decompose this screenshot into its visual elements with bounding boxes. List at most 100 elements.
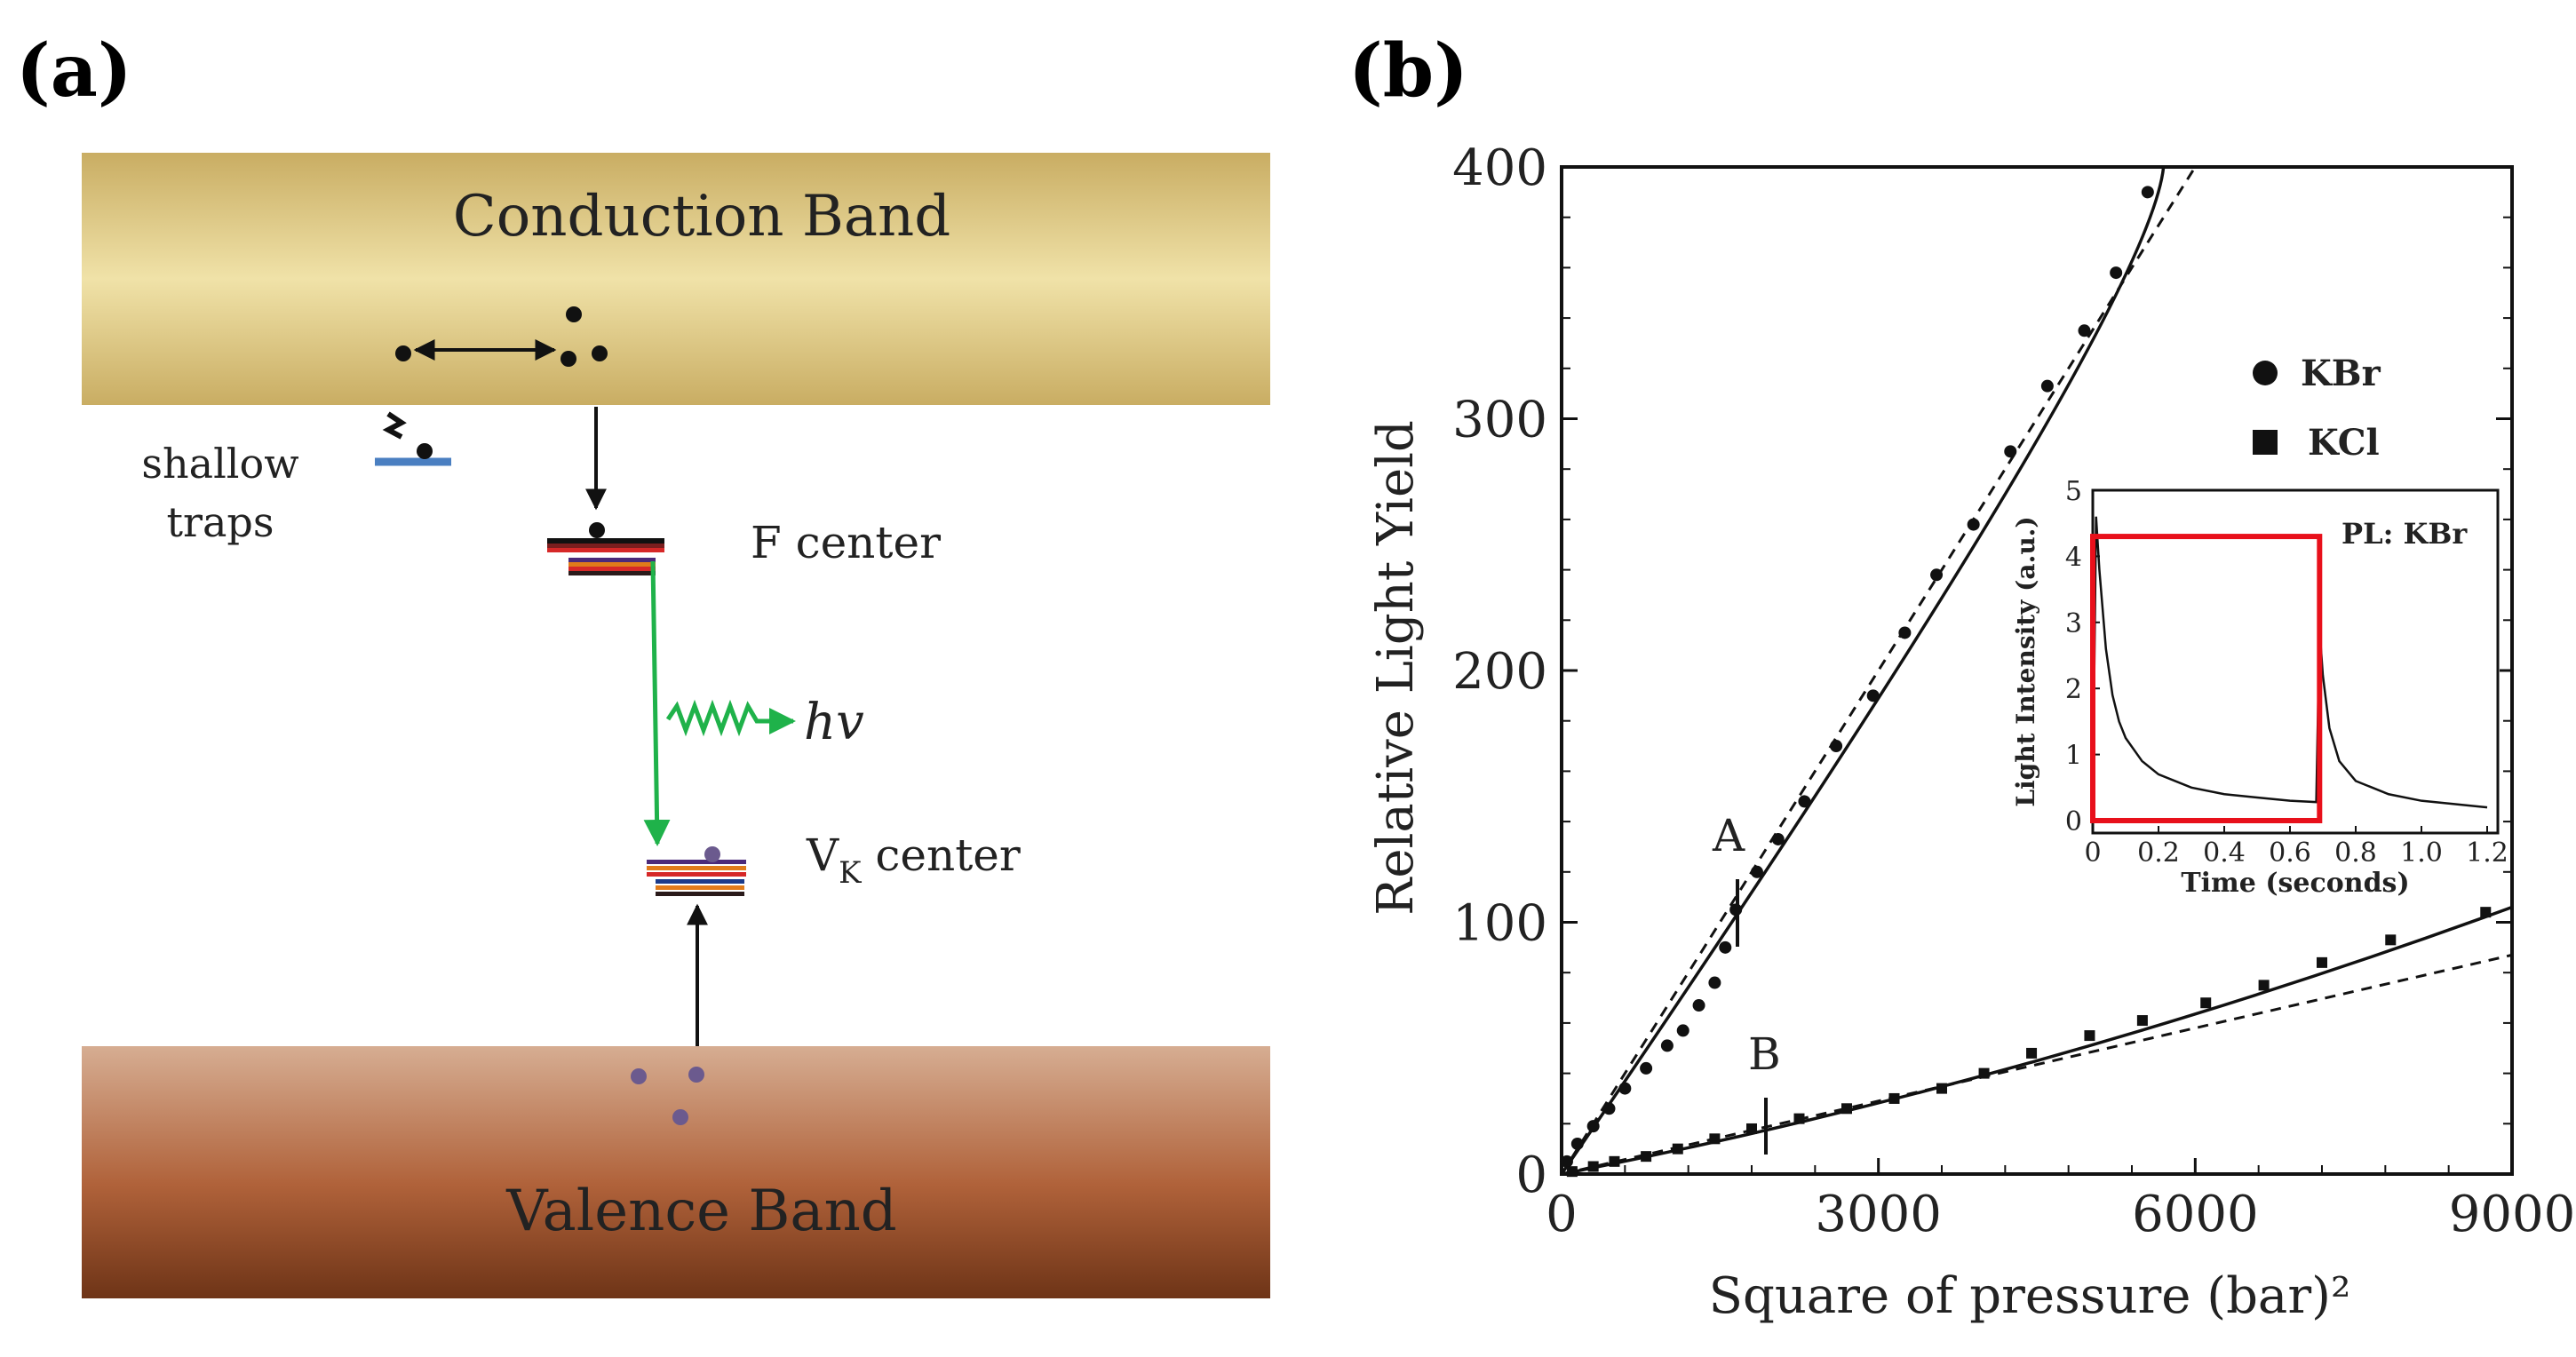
data-point-kbr [1930, 568, 1944, 582]
panel-a-label: (a) [16, 28, 132, 114]
panel-b: (b) Relative Light Yield Square of press… [1348, 28, 2575, 1325]
data-point-kcl [2480, 907, 2492, 918]
data-point-kcl [1841, 1103, 1852, 1115]
inset-x-tick-label: 1.2 [2466, 837, 2508, 869]
data-point-kcl [2317, 956, 2327, 968]
inset-y-tick-label: 3 [2065, 608, 2082, 639]
main-series [1560, 166, 2513, 1178]
legend-kcl-label: KCl [2308, 422, 2380, 464]
excitation-window-box [2090, 534, 2323, 824]
inset-x-tick-label: 0.2 [2137, 837, 2180, 869]
data-point-kcl [1793, 1113, 1805, 1124]
data-point-kcl [1609, 1155, 1620, 1167]
data-point-kcl [1566, 1166, 1578, 1178]
data-point-kbr [2078, 324, 2091, 337]
inset-y-tick-label: 2 [2065, 674, 2082, 705]
data-point-kbr [1830, 740, 1843, 753]
data-point-kcl [2200, 997, 2212, 1009]
inset-x-tick-label: 0.6 [2269, 837, 2311, 869]
data-point-kbr [1898, 626, 1912, 639]
inset-x-axis-label: Time (seconds) [2181, 868, 2409, 899]
thermal-release-squiggle [382, 411, 407, 440]
inset-y-tick-label: 4 [2065, 542, 2082, 573]
f-center-levels [547, 522, 664, 575]
data-point-kbr [2141, 186, 2154, 199]
data-point-kcl [1641, 1151, 1652, 1163]
shallow-traps: shallow traps [141, 411, 451, 546]
x-tick-label: 3000 [1815, 1186, 1942, 1243]
data-point-kbr [1676, 1024, 1690, 1037]
linear-extrapolation-kbr [1560, 166, 2197, 1175]
data-point-kbr [1602, 1102, 1616, 1115]
panel-b-label: (b) [1348, 28, 1468, 114]
data-point-kcl [2026, 1047, 2038, 1059]
data-point-kbr [2040, 379, 2054, 393]
conduction-band-label: Conduction Band [453, 184, 950, 250]
y-tick-label: 200 [1452, 643, 1547, 701]
vk-center-levels [647, 846, 746, 896]
data-point-kbr [1618, 1082, 1632, 1095]
f-center-electron [589, 522, 605, 538]
legend: KBr KCl [2253, 353, 2381, 464]
data-point-kbr [1660, 1039, 1674, 1052]
data-point-kbr [1586, 1120, 1600, 1133]
legend-kbr-marker [2253, 361, 2278, 385]
data-point-kcl [1978, 1067, 1990, 1079]
panel-a: (a) Conduction Band Valence Band shallow… [16, 28, 1270, 1298]
hole [672, 1109, 688, 1125]
shallow-traps-label-2: traps [167, 498, 274, 546]
valence-band [82, 1046, 1270, 1298]
inset-y-tick-label: 0 [2065, 806, 2082, 837]
inset-x-tick-label: 0.4 [2203, 837, 2246, 869]
data-point-kbr [1967, 518, 1980, 531]
main-y-axis-label: Relative Light Yield [1367, 420, 1425, 916]
x-tick-label: 9000 [2449, 1186, 2576, 1243]
curve-label-a: A [1712, 810, 1745, 861]
inset-y-tick-label: 5 [2065, 476, 2082, 507]
inset-x-tick-label: 0.8 [2334, 837, 2377, 869]
vk-center-label: VK center [806, 829, 1021, 891]
electron [395, 345, 411, 361]
electron [592, 345, 608, 361]
vk-center-hole [704, 846, 720, 862]
hole [688, 1067, 704, 1083]
data-point-kbr [1570, 1137, 1584, 1150]
data-point-kbr [1719, 940, 1732, 954]
inset-annotation: PL: KBr [2341, 517, 2468, 551]
data-point-kcl [2385, 934, 2397, 946]
data-point-kbr [1560, 1155, 1573, 1168]
y-tick-label: 0 [1515, 1147, 1547, 1204]
valence-band-label: Valence Band [505, 1178, 897, 1244]
data-point-kbr [2110, 266, 2123, 280]
main-x-axis-label: Square of pressure (bar)² [1709, 1267, 2351, 1325]
legend-kcl-marker [2253, 430, 2278, 455]
x-tick-label: 0 [1546, 1186, 1578, 1243]
f-center-label: F center [751, 517, 941, 568]
pl-decay-curve [2091, 516, 2488, 809]
fit-curve-kbr [1560, 166, 2166, 1175]
data-point-kbr [1708, 976, 1721, 989]
valence-holes [631, 1067, 704, 1125]
data-point-kcl [1888, 1092, 1900, 1104]
inset-y-tick-label: 1 [2065, 741, 2082, 772]
electron [566, 306, 582, 322]
inset-background [2079, 487, 2500, 833]
data-point-kbr [1866, 689, 1880, 702]
linear-extrapolation-kcl [1561, 953, 2513, 1176]
main-chart: Relative Light Yield Square of pressure … [1367, 139, 2575, 1325]
data-point-kcl [1709, 1133, 1721, 1145]
inset-series [2090, 516, 2488, 824]
photon-label: hv [804, 694, 864, 751]
data-point-kbr [2004, 445, 2017, 458]
data-point-kcl [1587, 1161, 1599, 1172]
trapped-electron [417, 443, 433, 459]
inset-x-tick-label: 1.0 [2400, 837, 2443, 869]
curve-label-b: B [1748, 1028, 1781, 1080]
y-tick-label: 100 [1452, 895, 1547, 953]
photon-wave [665, 699, 796, 737]
x-tick-label: 6000 [2132, 1186, 2259, 1243]
